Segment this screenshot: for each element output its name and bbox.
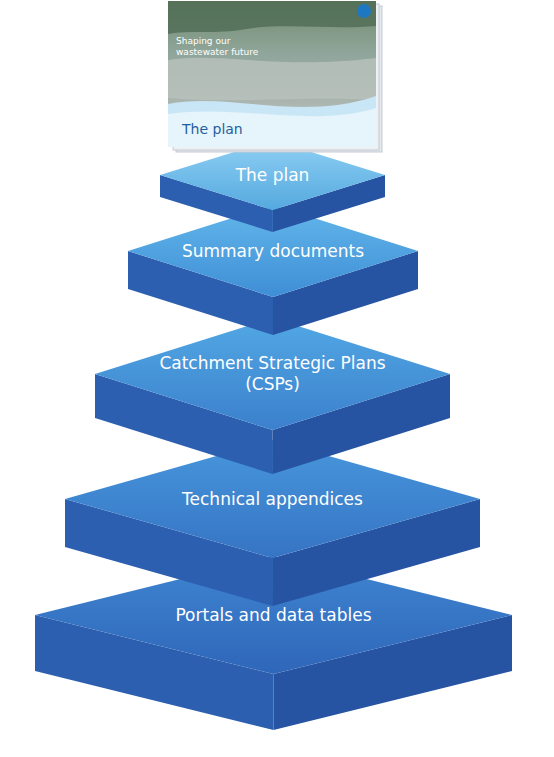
pyramid-tier: The plan xyxy=(160,140,385,232)
tier-top-face xyxy=(160,140,385,210)
cover-subtitle: The plan xyxy=(182,121,302,137)
cover-photo xyxy=(168,1,376,147)
water-area xyxy=(168,58,376,100)
logo xyxy=(357,4,371,18)
tier-label: Catchment Strategic Plans (CSPs) xyxy=(148,353,398,395)
tier-label: The plan xyxy=(236,165,310,186)
tier-label: Summary documents xyxy=(182,241,364,262)
tier-label: Technical appendices xyxy=(182,489,363,510)
tier-top-face xyxy=(95,318,450,430)
tier-shape xyxy=(95,318,450,474)
cover-title: Shaping our wastewater future xyxy=(176,36,276,58)
tier-label-box: The plan xyxy=(160,140,385,210)
town-strip xyxy=(168,1,376,34)
page-stack xyxy=(176,6,382,152)
cover-wave xyxy=(168,96,376,147)
tier-shape xyxy=(160,140,385,232)
tier-top-face xyxy=(65,440,480,558)
page-stack xyxy=(173,4,379,150)
pyramid-tier: Catchment Strategic Plans (CSPs) xyxy=(95,318,450,474)
tier-top-face xyxy=(35,556,512,674)
tier-top-face xyxy=(128,205,418,297)
tier-label: Portals and data tables xyxy=(175,605,371,626)
